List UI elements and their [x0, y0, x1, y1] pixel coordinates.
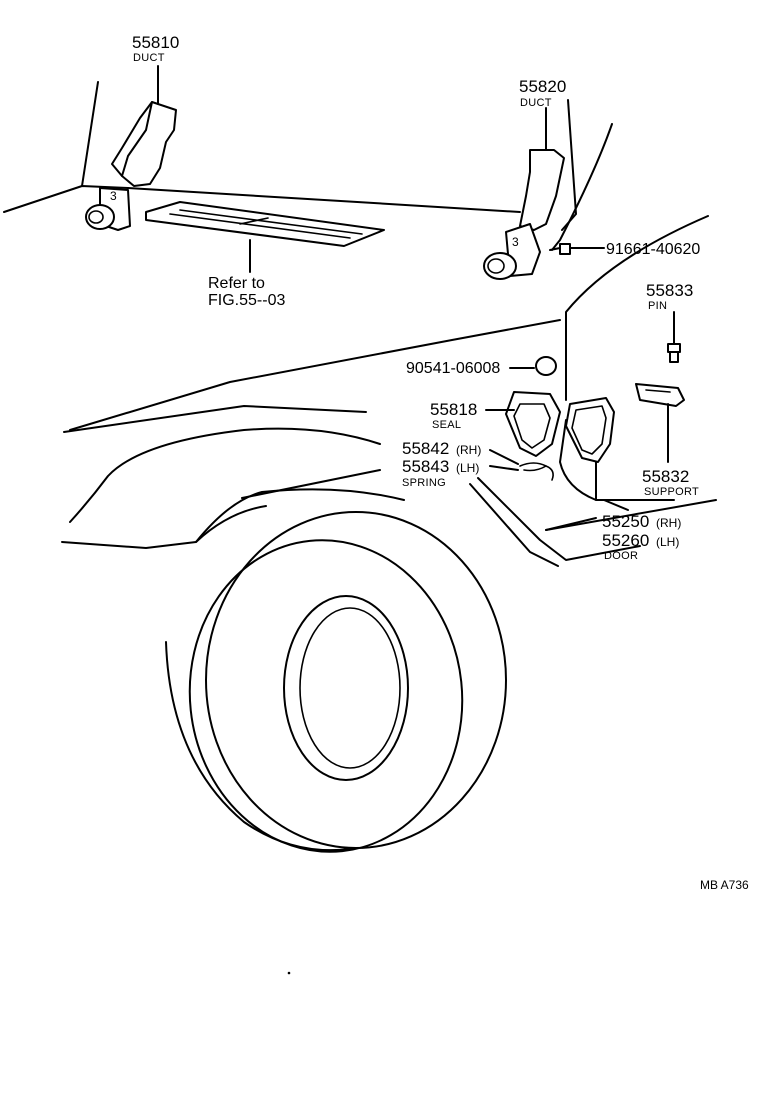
grille-panel	[145, 201, 385, 247]
leader-lines	[157, 65, 675, 511]
support-part	[635, 383, 685, 407]
door-part	[565, 397, 615, 463]
duct-right-55820: 3	[483, 149, 565, 280]
spring-lh-number: 55843	[402, 457, 449, 476]
seal-number: 55818	[430, 400, 477, 419]
callout-labels: 55810 DUCT 55820 DUCT Refer to FIG.55--0…	[132, 33, 749, 892]
refer-to-line2: FIG.55--03	[208, 292, 285, 309]
duct-left-55810: 3	[85, 101, 177, 231]
support-name: SUPPORT	[644, 486, 699, 498]
spring-rh-side: (RH)	[456, 443, 481, 457]
door-rh-side: (RH)	[656, 516, 681, 530]
seal-name: SEAL	[432, 419, 461, 431]
plug-number: 90541-06008	[406, 360, 500, 377]
spring-lh-side: (LH)	[456, 461, 479, 475]
svg-text:3: 3	[110, 189, 117, 203]
duct-left-number: 55810	[132, 33, 179, 52]
spring-rh-number: 55842	[402, 439, 449, 458]
door-name: DOOR	[604, 550, 638, 562]
door-lh-side: (LH)	[656, 535, 679, 549]
door-rh-number: 55250	[602, 512, 649, 531]
refer-to-line1: Refer to	[208, 275, 265, 292]
seal-part	[505, 391, 561, 457]
duct-right-number: 55820	[519, 77, 566, 96]
spring-part	[519, 462, 554, 481]
duct-left-name: DUCT	[133, 52, 165, 64]
pin-number: 55833	[646, 281, 693, 300]
bolt-number: 91661-40620	[606, 241, 700, 258]
pin-part	[667, 343, 681, 363]
bolt-part	[549, 243, 571, 255]
spring-name: SPRING	[402, 477, 446, 489]
duct-right-name: DUCT	[520, 97, 552, 109]
pin-name: PIN	[648, 300, 667, 312]
plug-part	[535, 356, 557, 376]
vehicle-body-outline	[3, 81, 717, 567]
wheel-illustration	[165, 511, 507, 853]
figure-code: MB A736	[700, 878, 749, 892]
stray-dot	[287, 971, 291, 975]
door-lh-number: 55260	[602, 531, 649, 550]
support-number: 55832	[642, 467, 689, 486]
svg-text:3: 3	[512, 235, 519, 249]
